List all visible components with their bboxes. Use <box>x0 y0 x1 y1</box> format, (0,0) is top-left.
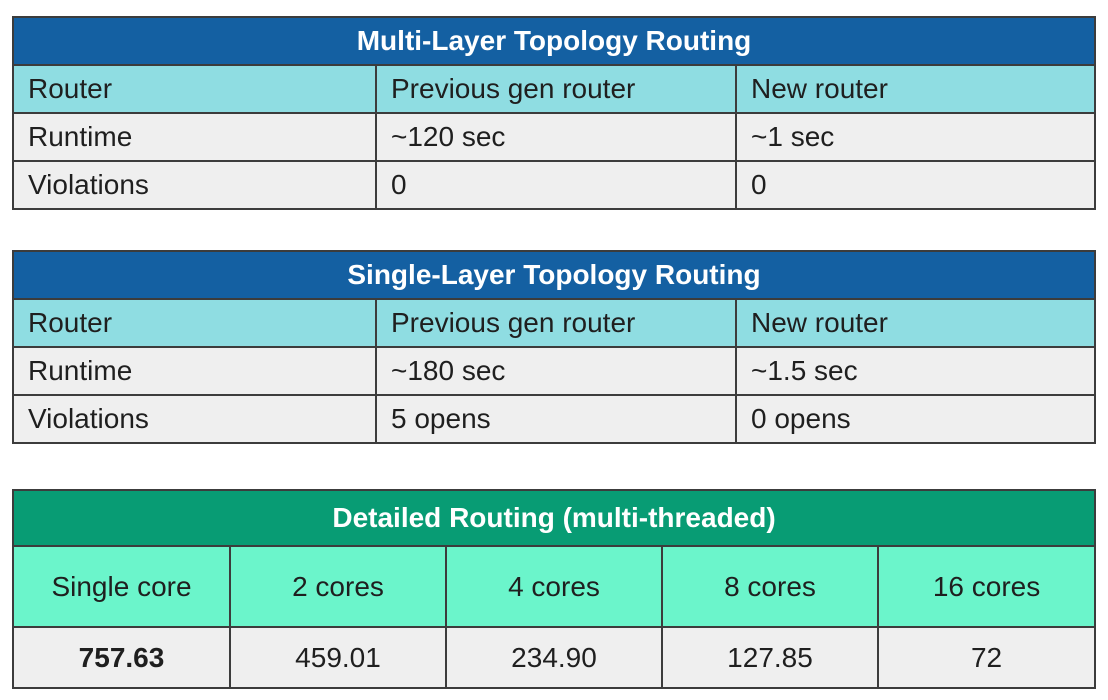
column-header: 4 cores <box>445 545 663 628</box>
table-title: Detailed Routing (multi-threaded) <box>11 489 1097 547</box>
detailed-routing-table: Detailed Routing (multi-threaded) Single… <box>11 489 1097 689</box>
cell-value: 234.90 <box>445 626 663 689</box>
column-header-row: Router Previous gen router New router <box>12 298 1097 348</box>
column-header: Previous gen router <box>375 64 737 114</box>
table-row: Violations 0 0 <box>12 160 1097 210</box>
cell-value: ~120 sec <box>375 112 737 162</box>
column-header: 8 cores <box>661 545 879 628</box>
cell-value: 5 opens <box>375 394 737 444</box>
table-row: Runtime ~120 sec ~1 sec <box>12 112 1097 162</box>
column-header: Router <box>12 298 377 348</box>
column-header: New router <box>734 64 1097 114</box>
table-row: Violations 5 opens 0 opens <box>12 394 1097 444</box>
table-row: Runtime ~180 sec ~1.5 sec <box>12 346 1097 396</box>
table-row: 757.63 459.01 234.90 127.85 72 <box>12 626 1097 689</box>
cell-value: 0 opens <box>734 394 1097 444</box>
column-header-row: Single core 2 cores 4 cores 8 cores 16 c… <box>12 545 1097 628</box>
cell-value: 0 <box>734 160 1097 210</box>
table-title: Single-Layer Topology Routing <box>11 250 1097 300</box>
table-title: Multi-Layer Topology Routing <box>11 16 1097 66</box>
column-header: New router <box>734 298 1097 348</box>
column-header: Router <box>12 64 377 114</box>
row-label: Violations <box>12 394 377 444</box>
column-header: 2 cores <box>229 545 447 628</box>
cell-value: 0 <box>375 160 737 210</box>
multi-layer-table: Multi-Layer Topology Routing Router Prev… <box>11 16 1097 210</box>
cell-value: ~1 sec <box>734 112 1097 162</box>
cell-value: 459.01 <box>229 626 447 689</box>
column-header-row: Router Previous gen router New router <box>12 64 1097 114</box>
column-header: Single core <box>12 545 231 628</box>
cell-value: 757.63 <box>12 626 231 689</box>
row-label: Runtime <box>12 346 377 396</box>
column-header: Previous gen router <box>375 298 737 348</box>
table-title-row: Detailed Routing (multi-threaded) <box>11 489 1097 547</box>
cell-value: ~1.5 sec <box>734 346 1097 396</box>
cell-value: ~180 sec <box>375 346 737 396</box>
cell-value: 127.85 <box>661 626 879 689</box>
table-title-row: Single-Layer Topology Routing <box>11 250 1097 300</box>
row-label: Runtime <box>12 112 377 162</box>
row-label: Violations <box>12 160 377 210</box>
cell-value: 72 <box>876 626 1097 689</box>
single-layer-table: Single-Layer Topology Routing Router Pre… <box>11 250 1097 444</box>
column-header: 16 cores <box>876 545 1097 628</box>
table-title-row: Multi-Layer Topology Routing <box>11 16 1097 66</box>
